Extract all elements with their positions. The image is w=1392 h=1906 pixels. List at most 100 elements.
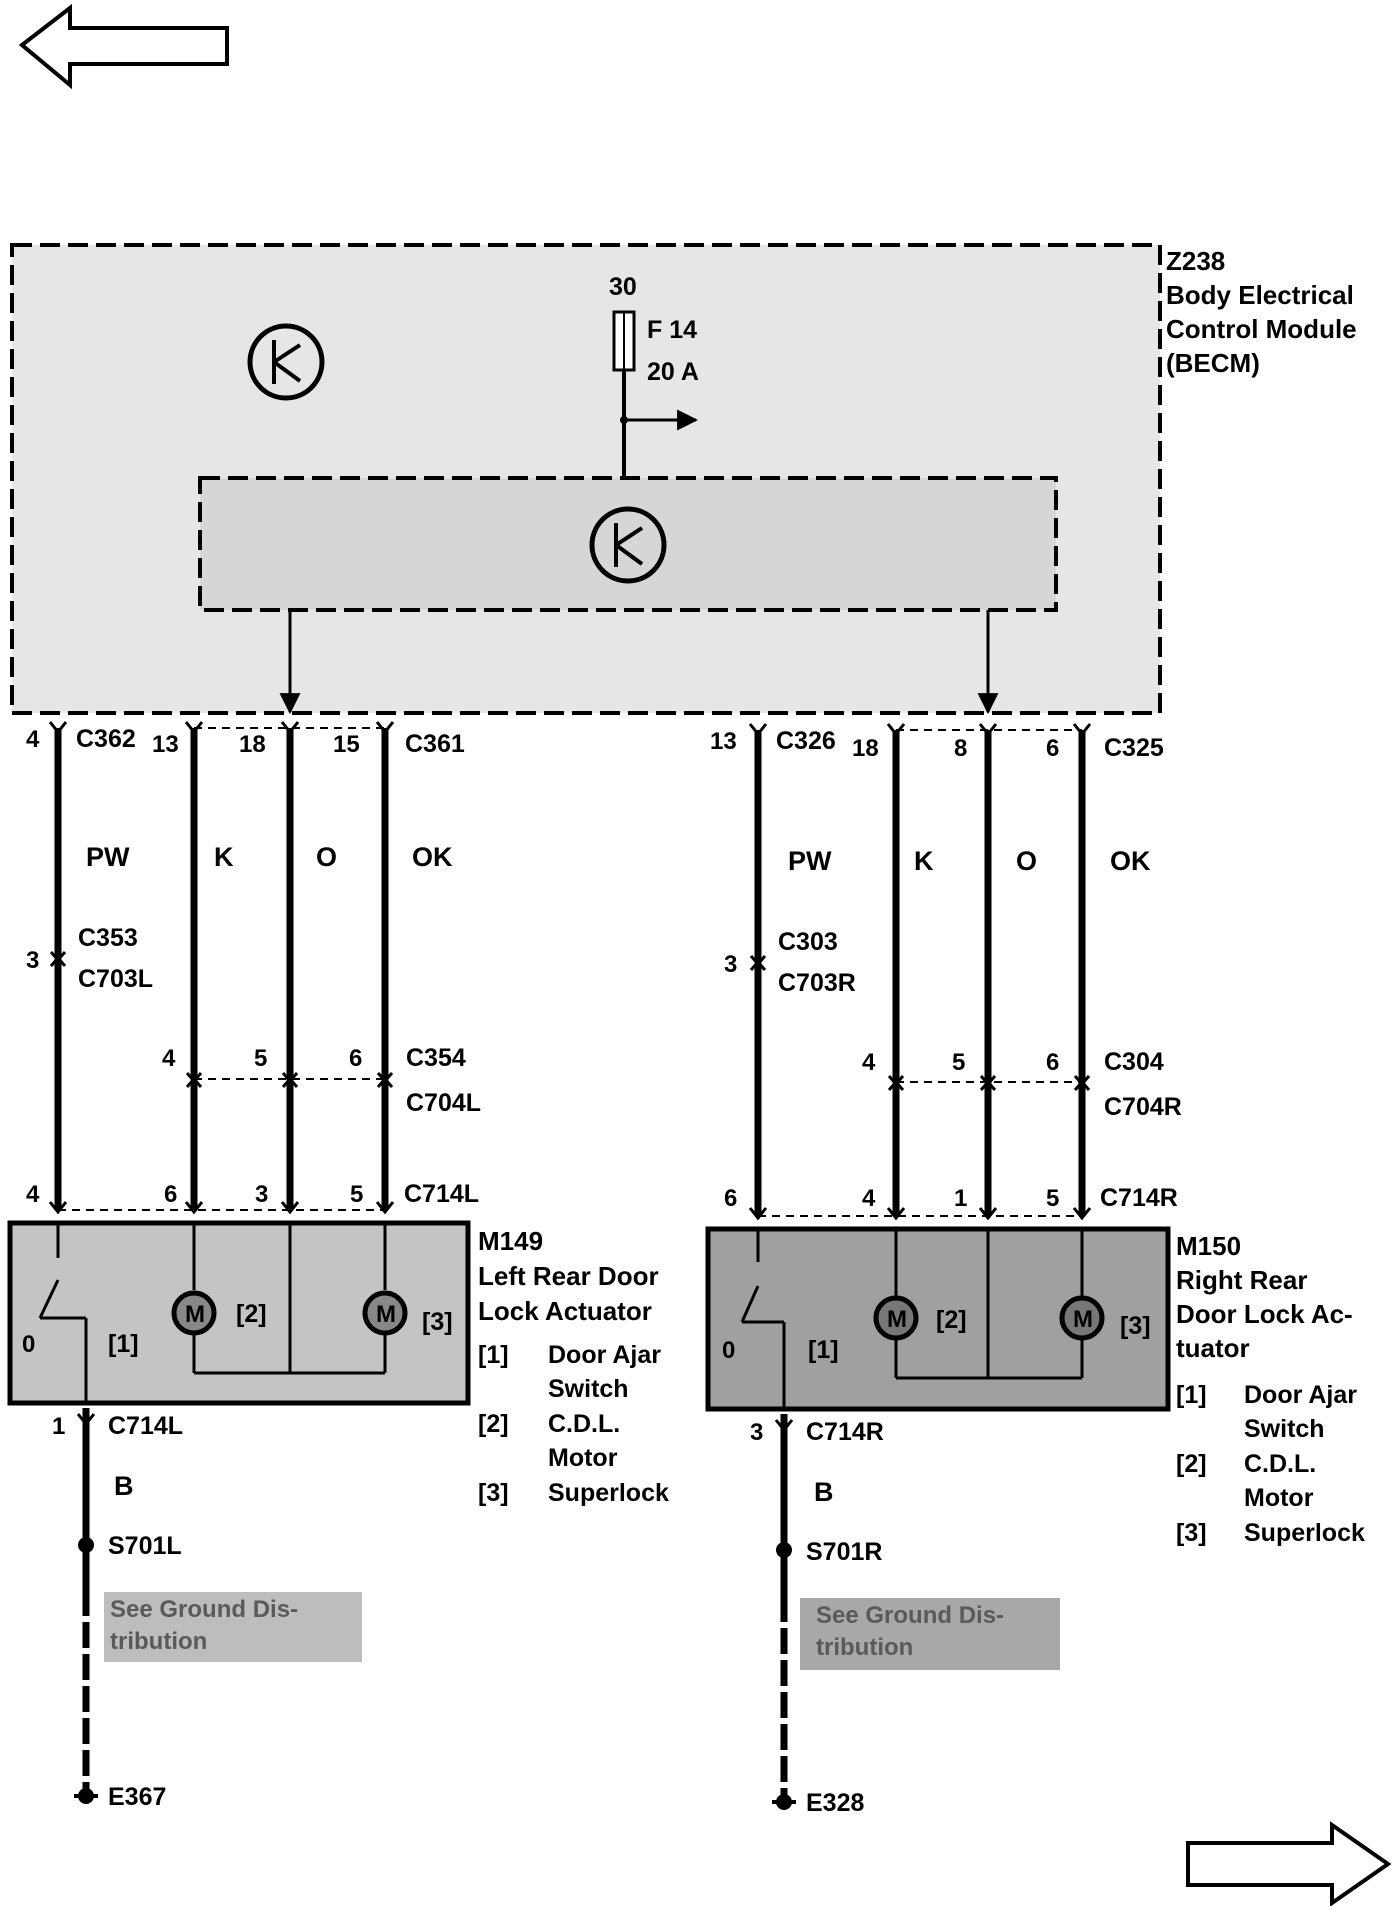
becm-name-line2: Control Module [1166, 314, 1357, 344]
switch-terminal: 0 [722, 1337, 735, 1364]
wire-color: O [1016, 846, 1037, 876]
actuator-id: M149 [478, 1226, 543, 1256]
inline-connector: C354 [406, 1044, 466, 1072]
connector-label: C714R [1100, 1184, 1178, 1212]
legend-text: Door Ajar [1244, 1381, 1357, 1409]
legend-key: [2] [478, 1410, 509, 1438]
actuator-internal-label: [1] [808, 1336, 839, 1364]
actuator-internal-label: [3] [1120, 1312, 1151, 1340]
becm-name-line3: (BECM) [1166, 348, 1260, 378]
processor-icon [589, 506, 667, 584]
supply-terminal: 30 [609, 273, 637, 301]
splice-label: S701R [806, 1538, 882, 1566]
wire-color: PW [788, 846, 832, 876]
actuator-name: tuator [1176, 1333, 1250, 1363]
inline-connector: C704R [1104, 1093, 1182, 1121]
legend-text: Switch [548, 1375, 629, 1403]
left-arrow-icon[interactable] [18, 3, 229, 90]
connector-pin: 4 [26, 1181, 40, 1208]
fuse-rating: 20 A [647, 358, 699, 386]
ground-note[interactable]: tribution [110, 1628, 207, 1655]
wire-color: B [814, 1477, 834, 1507]
actuator-internal-label: [2] [936, 1306, 967, 1334]
ground-connector-pin: 3 [750, 1419, 763, 1446]
svg-text:M: M [376, 1301, 396, 1328]
inline-pin: 6 [349, 1045, 362, 1072]
connector-pin: 4 [862, 1185, 876, 1212]
inline-pin: 5 [254, 1045, 267, 1072]
splice-dot [78, 1537, 94, 1553]
connector-pin: 3 [255, 1181, 268, 1208]
right-actuator: 0 [1] M [2] M [3] [705, 1226, 1171, 1412]
connector-pin: 6 [164, 1181, 177, 1208]
actuator-name: Right Rear [1176, 1265, 1307, 1295]
connector-pin: 5 [350, 1181, 363, 1208]
ground-icon [772, 1794, 796, 1810]
inline-connector: C704L [406, 1089, 481, 1117]
inline-pin: 5 [952, 1049, 965, 1076]
ground-note[interactable]: See Ground Dis- [110, 1596, 298, 1623]
wire-color: OK [412, 842, 453, 872]
ground-note[interactable]: tribution [816, 1634, 913, 1661]
legend-text: C.D.L. [1244, 1450, 1316, 1478]
inline-connector: C303 [778, 928, 838, 956]
switch-terminal: 0 [22, 1331, 35, 1358]
inline-pin: 3 [724, 951, 737, 978]
connector-label: C714L [404, 1180, 479, 1208]
fuse-id: F 14 [647, 316, 697, 344]
inline-connector: C703R [778, 969, 856, 997]
legend-text: Superlock [548, 1479, 669, 1507]
connector-label: C362 [76, 725, 136, 753]
legend-key: [1] [478, 1341, 509, 1369]
connector-pin: 8 [954, 735, 967, 762]
wire-color: OK [1110, 846, 1151, 876]
fuse-icon [612, 310, 636, 372]
ground-note-box[interactable] [104, 1592, 362, 1662]
left-actuator: 0 [1] M [2] M [3] [7, 1220, 471, 1406]
ground-note[interactable]: See Ground Dis- [816, 1602, 1004, 1629]
ground-note-box[interactable] [800, 1598, 1060, 1670]
ground-icon [74, 1788, 98, 1804]
becm-module: 30 F 14 20 A Z238 Body Electrical Contro… [10, 243, 1357, 715]
legend-text: Motor [548, 1444, 618, 1472]
wire-color: B [114, 1471, 134, 1501]
splice-dot [776, 1542, 792, 1558]
splice-label: S701L [108, 1532, 182, 1560]
right-arrow-icon[interactable] [1186, 1821, 1392, 1906]
becm-id: Z238 [1166, 246, 1225, 276]
inline-pin: 3 [26, 947, 39, 974]
connector-pin: 13 [710, 728, 737, 755]
legend-key: [1] [1176, 1381, 1207, 1409]
connector-pin: 1 [954, 1185, 967, 1212]
right-circuit: 13 C326 18 8 6 C325 PW K O OK 3 C303 C70… [705, 723, 1365, 1817]
left-circuit: 4 C362 13 18 15 C361 PW K O OK 3 C353 C7… [7, 721, 669, 1811]
connector-pin: 18 [852, 735, 879, 762]
connector-label: C326 [776, 727, 836, 755]
connector-label: C325 [1104, 734, 1164, 762]
ground-point: E328 [806, 1789, 864, 1817]
connector-pin: 4 [26, 726, 40, 753]
inline-pin: 4 [862, 1049, 876, 1076]
processor-icon [247, 323, 325, 401]
legend-text: Switch [1244, 1415, 1325, 1443]
legend-text: C.D.L. [548, 1410, 620, 1438]
ground-point: E367 [108, 1783, 166, 1811]
connector-pin: 6 [724, 1185, 737, 1212]
ground-connector: C714L [108, 1412, 183, 1440]
wire-color: K [914, 846, 934, 876]
actuator-internal-label: [3] [422, 1308, 453, 1336]
wire-color: O [316, 842, 337, 872]
actuator-name: Lock Actuator [478, 1296, 652, 1326]
ground-connector: C714R [806, 1418, 884, 1446]
wire-color: PW [86, 842, 130, 872]
svg-text:M: M [185, 1301, 205, 1328]
connector-pin: 15 [333, 731, 360, 758]
legend-text: Superlock [1244, 1519, 1365, 1547]
legend-key: [2] [1176, 1450, 1207, 1478]
legend-key: [3] [1176, 1519, 1207, 1547]
connector-pin: 18 [239, 731, 266, 758]
connector-pin: 6 [1046, 735, 1059, 762]
actuator-id: M150 [1176, 1231, 1241, 1261]
actuator-internal-label: [1] [108, 1330, 139, 1358]
